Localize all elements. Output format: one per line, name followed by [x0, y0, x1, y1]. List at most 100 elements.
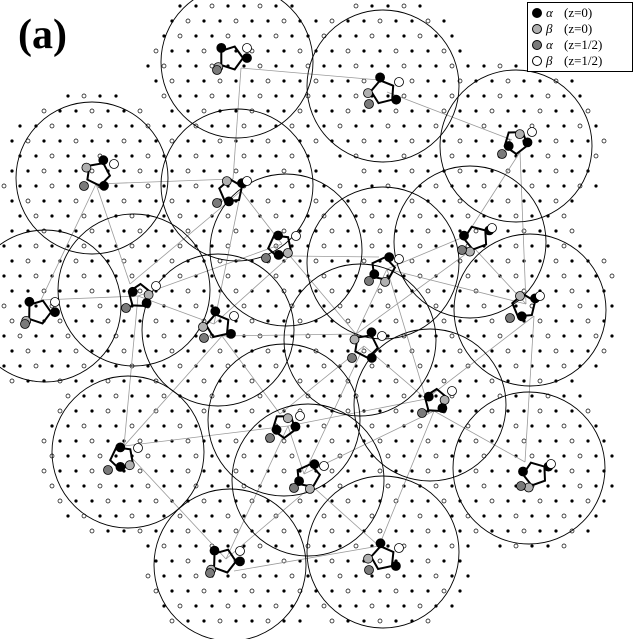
- lattice-dot: [369, 513, 375, 519]
- lattice-dot: [570, 139, 574, 143]
- black-dot-icon: [532, 8, 542, 18]
- lattice-dot: [394, 289, 398, 293]
- lattice-dot: [106, 199, 110, 203]
- lattice-dot: [513, 543, 519, 549]
- lattice-dot: [281, 468, 287, 474]
- lattice-dot: [489, 408, 495, 414]
- lattice-dot: [554, 499, 558, 503]
- lattice-dot: [386, 4, 390, 8]
- lattice-dot: [362, 229, 366, 233]
- lattice-dot: [50, 364, 54, 368]
- lattice-dot: [529, 183, 535, 189]
- lattice-dot: [153, 498, 159, 504]
- lattice-dot: [226, 4, 230, 8]
- lattice-dot: [41, 168, 47, 174]
- lattice-dot: [306, 304, 310, 308]
- lattice-dot: [362, 319, 366, 323]
- lattice-dot: [369, 423, 375, 429]
- lattice-dot: [402, 184, 406, 188]
- lattice-dot: [522, 169, 526, 173]
- pentagon-cluster: [296, 462, 322, 489]
- lattice-dot: [89, 108, 95, 114]
- lattice-dot: [410, 589, 414, 593]
- lattice-dot: [337, 573, 343, 579]
- lattice-dot: [537, 408, 543, 414]
- lattice-dot: [66, 154, 70, 158]
- lattice-dot: [201, 378, 207, 384]
- lattice-dot: [242, 34, 246, 38]
- lattice-dot: [242, 394, 246, 398]
- lattice-dot: [98, 424, 102, 428]
- lattice-dot: [402, 604, 406, 608]
- lattice-dot: [297, 318, 303, 324]
- lattice-dot: [417, 243, 423, 249]
- lattice-dot: [258, 514, 262, 518]
- lattice-dot: [306, 604, 310, 608]
- lattice-dot: [441, 588, 447, 594]
- lattice-dot: [498, 184, 502, 188]
- lattice-dot: [458, 379, 462, 383]
- lattice-dot: [449, 63, 455, 69]
- lattice-dot: [345, 108, 351, 114]
- lattice-dot: [297, 498, 303, 504]
- lattice-dot: [386, 394, 390, 398]
- lattice-dot: [73, 258, 79, 264]
- lattice-dot: [498, 364, 502, 368]
- lattice-dot: [498, 424, 502, 428]
- lattice-dot: [417, 603, 423, 609]
- lattice-dot: [345, 318, 351, 324]
- lattice-dot: [98, 334, 102, 338]
- lattice-dot: [506, 529, 510, 533]
- lattice-dot: [249, 408, 255, 414]
- lattice-dot: [1, 183, 7, 189]
- lattice-dot: [194, 214, 198, 218]
- lattice-dot: [338, 154, 342, 158]
- lattice-dot: [130, 484, 134, 488]
- lattice-dot: [177, 33, 183, 39]
- lattice-dot: [426, 379, 430, 383]
- connection-line: [386, 91, 513, 141]
- pentagon-cluster: [369, 79, 395, 105]
- lattice-dot: [73, 138, 79, 144]
- lattice-dot: [402, 214, 406, 218]
- lattice-dot: [498, 244, 502, 248]
- connection-line: [213, 255, 291, 325]
- lattice-dot: [121, 138, 127, 144]
- lattice-dot: [194, 604, 198, 608]
- lattice-dot: [442, 439, 446, 443]
- lattice-dot: [322, 334, 326, 338]
- atom-dot: [271, 424, 282, 435]
- lattice-dot: [570, 79, 574, 83]
- lattice-dot: [178, 454, 182, 458]
- lattice-dot: [418, 94, 422, 98]
- lattice-dot: [362, 589, 366, 593]
- lattice-dot: [594, 484, 598, 488]
- lattice-dot: [386, 544, 390, 548]
- lattice-dot: [330, 349, 334, 353]
- lattice-dot: [178, 154, 182, 158]
- atom-dot: [50, 297, 60, 307]
- lattice-dot: [258, 184, 262, 188]
- lattice-dot: [378, 49, 382, 53]
- lattice-dot: [322, 124, 326, 128]
- lattice-dot: [170, 469, 174, 473]
- atom-dot: [518, 466, 528, 477]
- lattice-dot: [386, 424, 390, 428]
- lattice-dot: [537, 108, 543, 114]
- lattice-dot: [354, 244, 358, 248]
- lattice-dot: [585, 108, 591, 114]
- lattice-dot: [330, 109, 334, 113]
- lattice-dot: [426, 349, 430, 353]
- lattice-dot: [217, 618, 223, 624]
- cluster-circle: [453, 233, 607, 387]
- lattice-dot: [354, 184, 358, 188]
- lattice-dot: [314, 109, 318, 113]
- lattice-dot: [138, 409, 142, 413]
- lattice-dot: [434, 244, 438, 248]
- lattice-dot: [18, 214, 22, 218]
- lattice-dot: [545, 333, 551, 339]
- lattice-dot: [201, 588, 207, 594]
- lattice-dot: [402, 454, 406, 458]
- lattice-dot: [18, 274, 22, 278]
- lattice-dot: [202, 19, 206, 23]
